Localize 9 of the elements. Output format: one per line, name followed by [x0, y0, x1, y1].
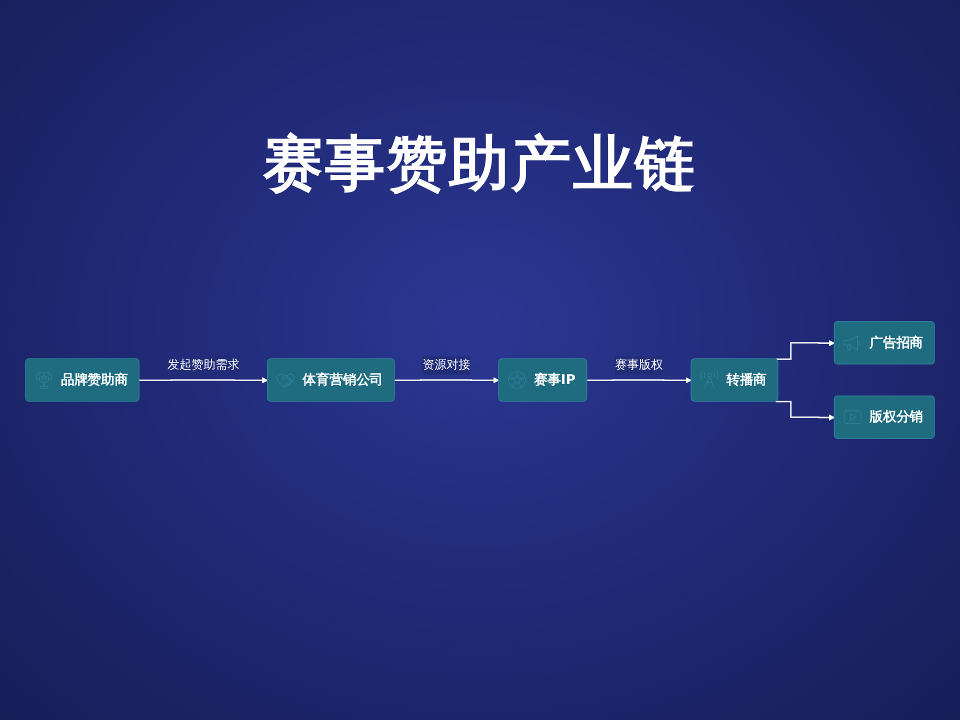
arrow: [394, 377, 500, 384]
arrow: [776, 340, 835, 360]
arrow: [140, 377, 268, 384]
arrow: [776, 400, 835, 421]
edge-label: 赛事版权: [615, 358, 663, 372]
edge-label: 发起赞助需求: [167, 358, 240, 372]
edge-label: 资源对接: [422, 358, 470, 372]
title: 赛事赞助产业链: [263, 130, 697, 199]
arrow: [587, 377, 692, 384]
